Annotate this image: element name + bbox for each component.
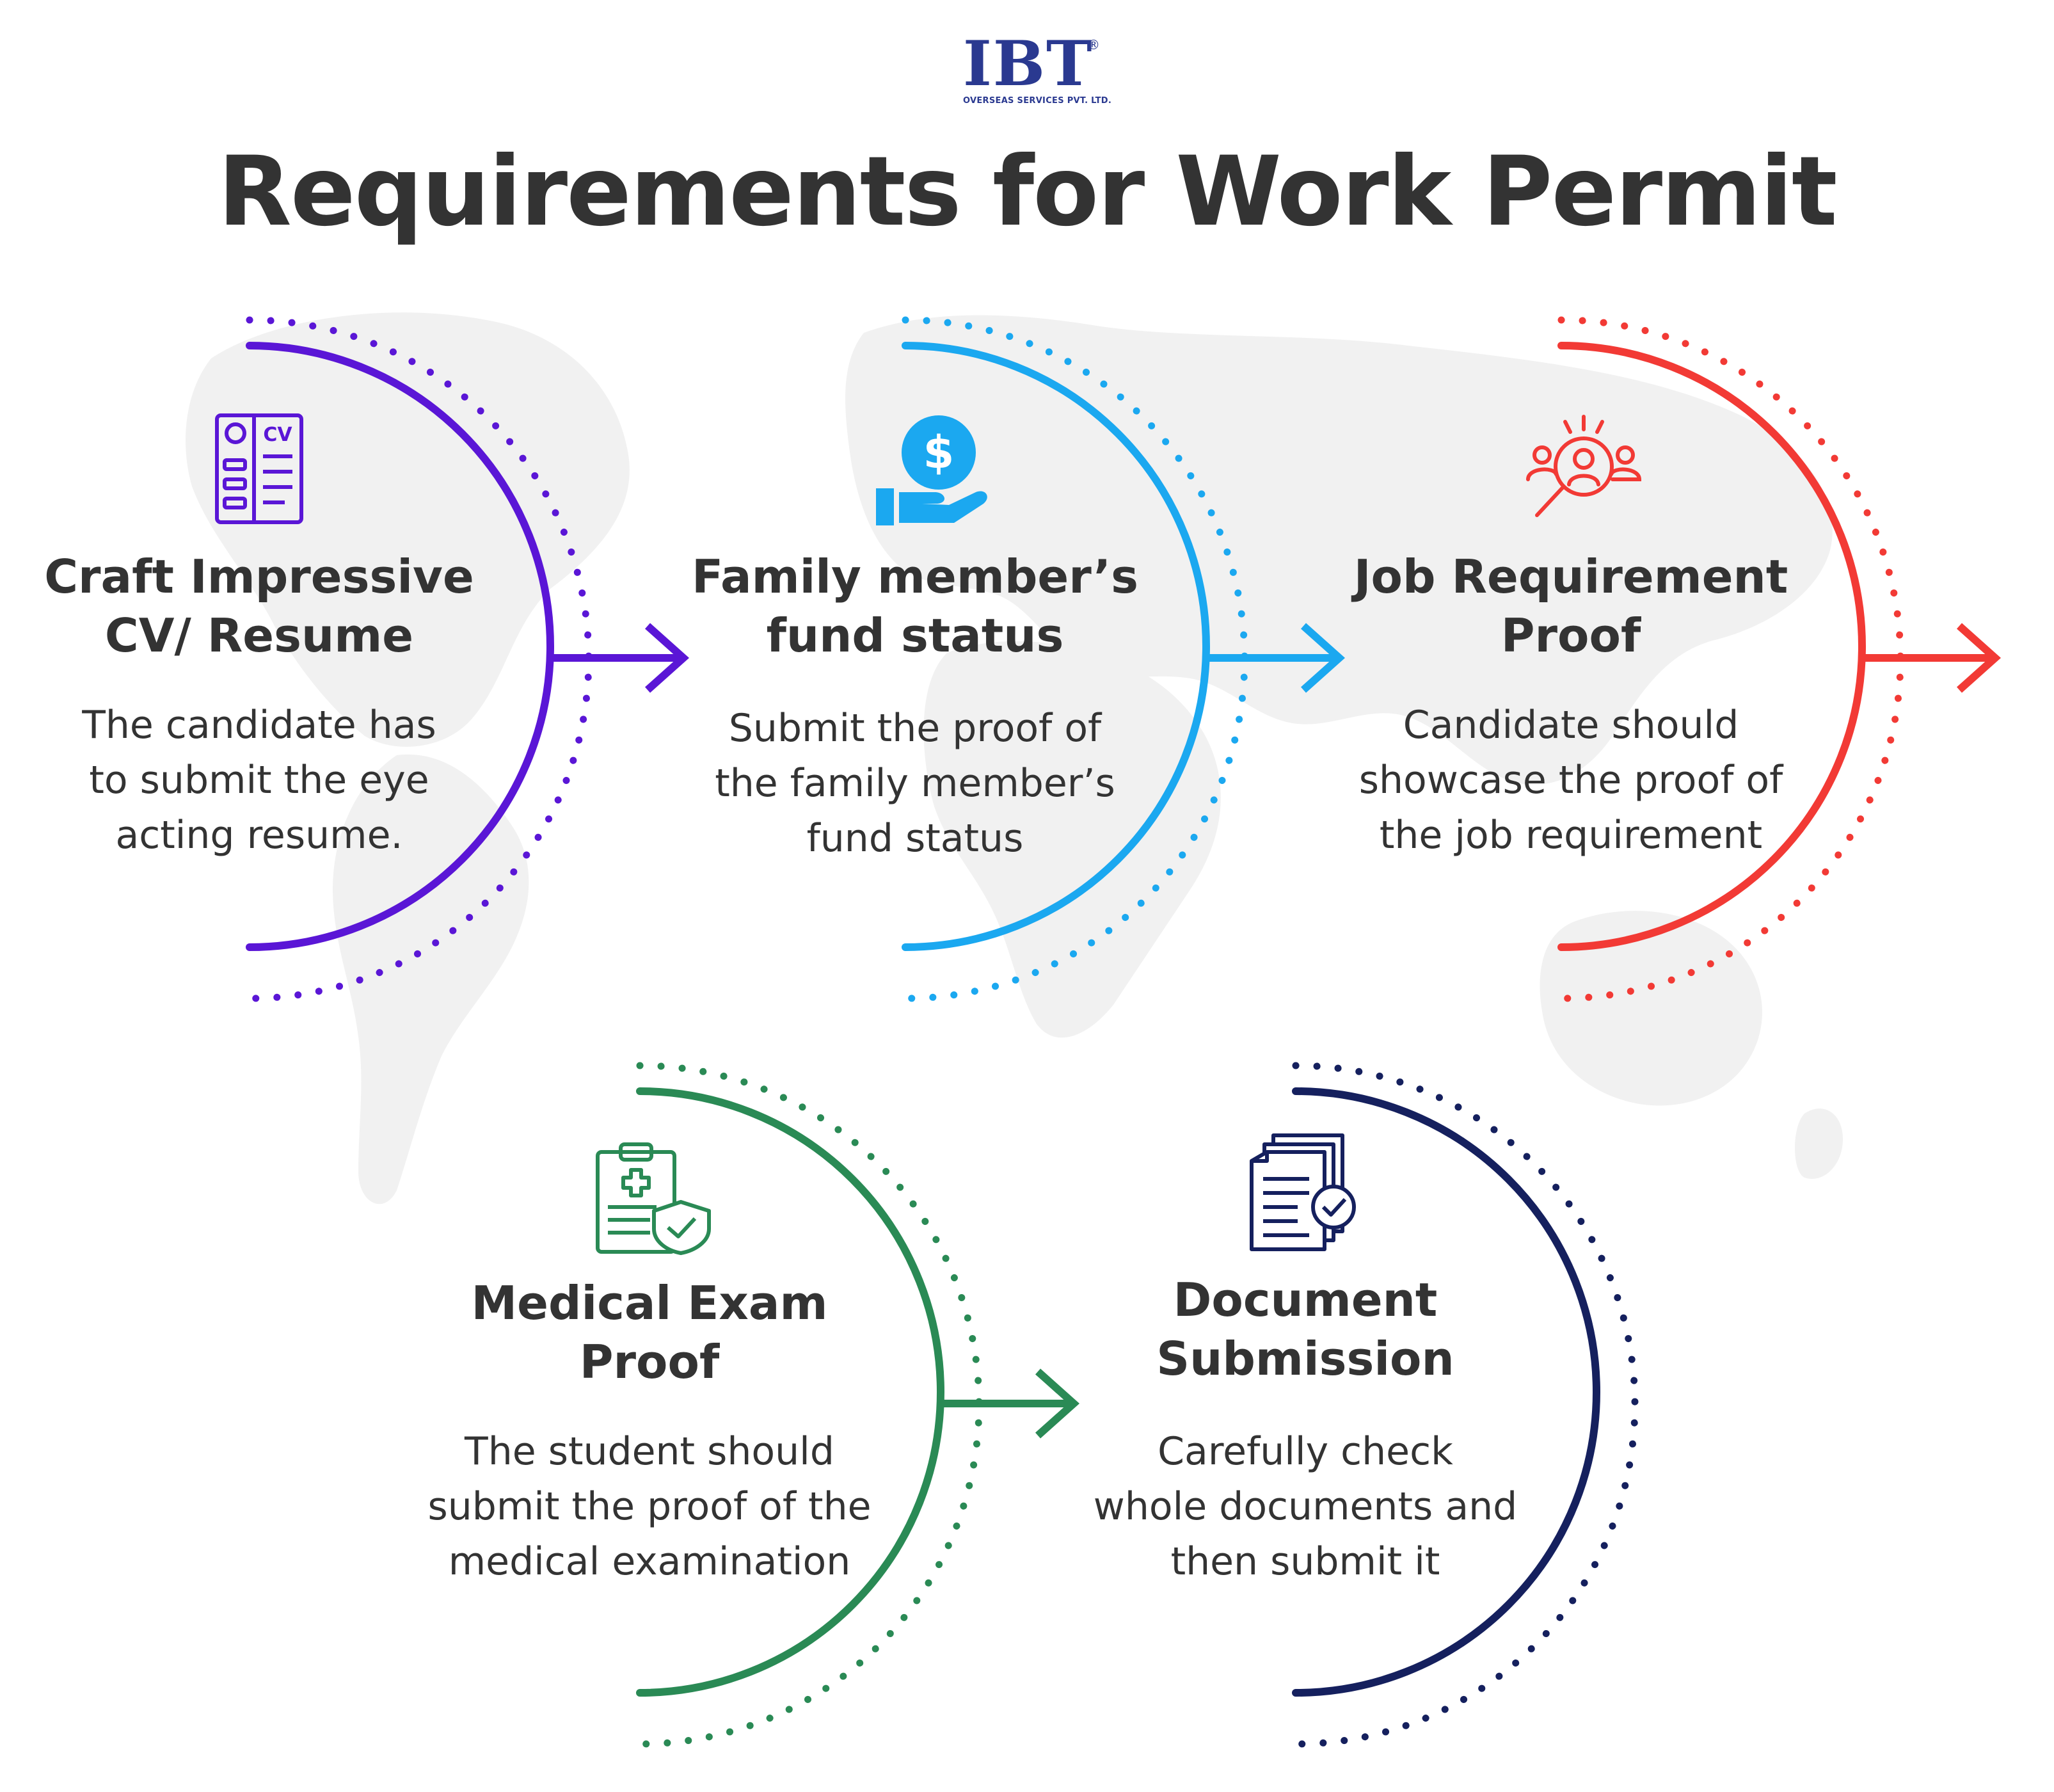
step-desc-line: acting resume. — [115, 813, 403, 858]
logo-text: IBT — [963, 28, 1094, 100]
step-desc-line: whole documents and — [1093, 1484, 1518, 1529]
page-title: Requirements for Work Permit — [218, 136, 1837, 248]
svg-text:CV: CV — [263, 424, 292, 446]
step-title-line: Proof — [579, 1335, 720, 1389]
step-description: Candidate should showcase the proof of t… — [1337, 698, 1804, 863]
step-title-line: Submission — [1156, 1332, 1454, 1386]
step-title-line: Proof — [1501, 609, 1641, 662]
step-title-line: Craft Impressive — [44, 550, 474, 604]
money-hand-icon: $ — [876, 415, 987, 525]
cv-icon: CV — [215, 413, 303, 524]
step-cv: CV Craft Impressive CV/ Resume The candi… — [0, 307, 704, 1024]
step-title-line: Family member’s — [692, 550, 1138, 604]
step-desc-line: The student should — [465, 1429, 834, 1474]
step-ring — [1292, 1062, 1639, 1748]
step-ring — [902, 316, 1346, 1002]
step-title-line: Job Requirement — [1353, 550, 1788, 604]
step-desc-line: medical examination — [448, 1539, 851, 1584]
step-desc-line: fund status — [806, 816, 1024, 861]
logo-subtitle: OVERSEAS SERVICES PVT. LTD. — [963, 96, 1112, 106]
step-document-submission: Document Submission Carefully check whol… — [1046, 1053, 1750, 1770]
step-desc-line: Carefully check — [1158, 1429, 1453, 1474]
step-ring — [246, 316, 690, 1002]
step-title: Job Requirement Proof — [1337, 547, 1804, 665]
step-title-line: Document — [1173, 1273, 1438, 1327]
brand-logo: IBT ® OVERSEAS SERVICES PVT. LTD. — [963, 28, 1112, 106]
step-description: The candidate has to submit the eye acti… — [26, 698, 493, 863]
step-desc-line: the job requirement — [1379, 813, 1763, 858]
step-desc-line: submit the proof of the — [427, 1484, 872, 1529]
medical-clipboard-icon — [596, 1142, 711, 1255]
step-title-line: fund status — [766, 609, 1064, 662]
step-desc-line: to submit the eye — [89, 758, 429, 803]
job-search-icon — [1526, 415, 1642, 517]
step-title-line: CV/ Resume — [104, 609, 414, 662]
step-desc-line: showcase the proof of — [1358, 758, 1783, 803]
step-title: Craft Impressive CV/ Resume — [26, 547, 493, 665]
step-fund-status: $ Family member’s fund status Submit the… — [656, 307, 1360, 1024]
step-title: Medical Exam Proof — [416, 1274, 883, 1391]
step-desc-line: then submit it — [1170, 1539, 1440, 1584]
step-ring — [636, 1062, 1080, 1748]
step-job-proof: Job Requirement Proof Candidate should s… — [1312, 307, 2016, 1024]
step-title: Family member’s fund status — [681, 547, 1149, 665]
step-title: Document Submission — [1072, 1270, 1539, 1388]
step-desc-line: the family member’s — [715, 761, 1115, 806]
documents-check-icon — [1250, 1133, 1356, 1251]
step-medical-proof: Medical Exam Proof The student should su… — [390, 1053, 1094, 1770]
step-ring — [1557, 316, 2002, 1002]
step-desc-line: Candidate should — [1403, 703, 1739, 748]
step-title-line: Medical Exam — [471, 1276, 828, 1330]
step-desc-line: Submit the proof of — [728, 706, 1102, 751]
step-description: Carefully check whole documents and then… — [1072, 1424, 1539, 1589]
svg-text:$: $ — [923, 426, 955, 479]
step-description: Submit the proof of the family member’s … — [681, 701, 1149, 866]
step-description: The student should submit the proof of t… — [416, 1424, 883, 1589]
step-desc-line: The candidate has — [82, 703, 436, 748]
logo-registered-mark: ® — [1087, 37, 1100, 52]
